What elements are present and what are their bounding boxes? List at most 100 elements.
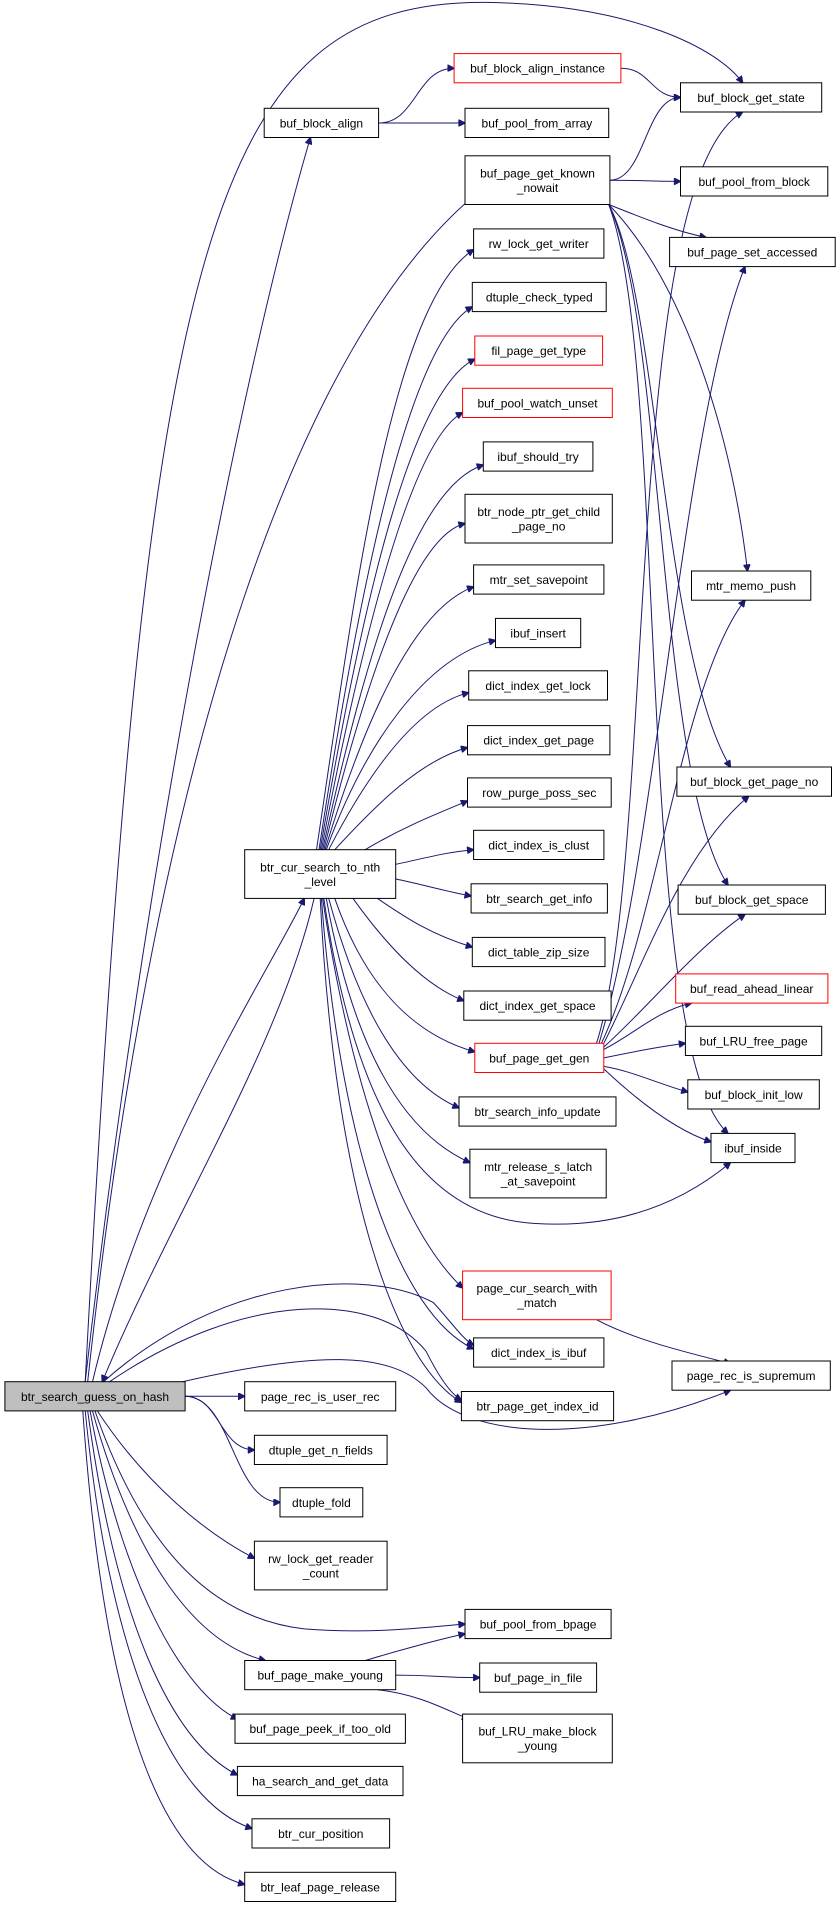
- node-mtr-set-savepoint[interactable]: mtr_set_savepoint: [473, 564, 605, 595]
- node-label: dict_table_zip_size: [488, 946, 590, 960]
- node-label: buf_LRU_make_block: [478, 1725, 597, 1739]
- node-box: [471, 936, 606, 968]
- node-buf-block-get-page-no[interactable]: buf_block_get_page_no: [676, 766, 833, 797]
- node-box: [676, 766, 833, 797]
- node-box: [677, 884, 826, 915]
- call-edge: [87, 1410, 238, 1775]
- node-dict-index-get-lock[interactable]: dict_index_get_lock: [468, 670, 609, 701]
- node-box: [467, 725, 611, 756]
- node-btr-search-info-update[interactable]: btr_search_info_update: [458, 1096, 617, 1127]
- node-label: rw_lock_get_reader: [268, 1552, 373, 1566]
- node-box: [473, 564, 605, 595]
- node-dtuple-fold[interactable]: dtuple_fold: [279, 1487, 364, 1518]
- node-box: [473, 228, 605, 259]
- node-mtr-release-s-latch-at-savepoint[interactable]: mtr_release_s_latch_at_savepoint: [469, 1148, 607, 1199]
- node-buf-block-get-space[interactable]: buf_block_get_space: [677, 884, 826, 915]
- node-ibuf-insert[interactable]: ibuf_insert: [495, 617, 582, 649]
- node-dtuple-check-typed[interactable]: dtuple_check_typed: [471, 281, 607, 313]
- call-edge: [103, 1283, 474, 1383]
- node-buf-block-init-low[interactable]: buf_block_init_low: [687, 1079, 820, 1110]
- node-rw-lock-get-writer[interactable]: rw_lock_get_writer: [473, 228, 605, 259]
- node-fil-page-get-type[interactable]: fil_page_get_type: [474, 335, 604, 366]
- call-edge: [319, 359, 475, 850]
- node-box: [463, 990, 612, 1021]
- node-label: page_cur_search_with: [477, 1282, 598, 1296]
- node-label: dict_index_get_space: [479, 999, 595, 1013]
- node-box: [253, 1434, 388, 1466]
- node-buf-pool-from-array[interactable]: buf_pool_from_array: [464, 107, 610, 139]
- node-box: [464, 155, 611, 206]
- node-box: [495, 617, 582, 649]
- node-box: [462, 387, 613, 418]
- node-buf-LRU-make-block-young[interactable]: buf_LRU_make_block_young: [462, 1713, 613, 1764]
- node-label: dtuple_check_typed: [486, 291, 593, 305]
- node-dict-table-zip-size[interactable]: dict_table_zip_size: [471, 936, 606, 968]
- node-box: [710, 1132, 796, 1164]
- node-dict-index-is-clust[interactable]: dict_index_is_clust: [473, 829, 605, 860]
- node-page-rec-is-supremum[interactable]: page_rec_is_supremum: [671, 1360, 831, 1391]
- node-buf-block-align[interactable]: buf_block_align: [263, 107, 380, 139]
- node-mtr-memo-push[interactable]: mtr_memo_push: [691, 570, 812, 601]
- call-edge: [603, 1065, 688, 1092]
- call-edge: [87, 197, 473, 1382]
- node-btr-node-ptr-get-child-page-no[interactable]: btr_node_ptr_get_child_page_no: [464, 493, 613, 544]
- node-buf-page-get-known-nowait[interactable]: buf_page_get_known_nowait: [464, 155, 611, 206]
- node-buf-pool-from-block[interactable]: buf_pool_from_block: [680, 166, 829, 197]
- node-label: dict_index_is_ibuf: [491, 1346, 587, 1360]
- node-box: [467, 777, 612, 808]
- node-label: _match: [516, 1296, 556, 1310]
- node-btr-leaf-page-release[interactable]: btr_leaf_page_release: [244, 1871, 397, 1903]
- node-buf-page-peek-if-too-old[interactable]: buf_page_peek_if_too_old: [234, 1713, 406, 1744]
- call-edge: [84, 1410, 252, 1829]
- node-label: _at_savepoint: [500, 1174, 576, 1188]
- node-label: btr_leaf_page_release: [260, 1881, 380, 1895]
- node-buf-LRU-free-page[interactable]: buf_LRU_free_page: [684, 1025, 823, 1057]
- node-label: btr_cur_position: [278, 1827, 363, 1841]
- node-page-cur-search-with-match[interactable]: page_cur_search_with_match: [462, 1270, 612, 1321]
- node-dict-index-get-page[interactable]: dict_index_get_page: [467, 725, 611, 756]
- node-box: [473, 829, 605, 860]
- node-btr-cur-position[interactable]: btr_cur_position: [251, 1818, 391, 1849]
- node-buf-page-in-file[interactable]: buf_page_in_file: [479, 1662, 598, 1693]
- node-label: buf_page_get_gen: [489, 1051, 589, 1065]
- call-edge: [620, 67, 681, 97]
- node-btr-page-get-index-id[interactable]: btr_page_get_index_id: [460, 1391, 615, 1422]
- node-rw-lock-get-reader-count[interactable]: rw_lock_get_reader_count: [253, 1540, 388, 1591]
- node-page-rec-is-user-rec[interactable]: page_rec_is_user_rec: [244, 1381, 397, 1412]
- node-dict-index-get-space[interactable]: dict_index_get_space: [463, 990, 612, 1021]
- call-edge: [325, 898, 470, 1162]
- node-dtuple-get-n-fields[interactable]: dtuple_get_n_fields: [253, 1434, 388, 1466]
- node-buf-read-ahead-linear[interactable]: buf_read_ahead_linear: [675, 973, 829, 1004]
- node-buf-page-make-young[interactable]: buf_page_make_young: [244, 1660, 397, 1691]
- node-box: [482, 441, 594, 472]
- edge-layer: [82, 1, 749, 1884]
- node-label: buf_page_in_file: [494, 1671, 582, 1685]
- call-edge: [319, 898, 461, 1402]
- node-ibuf-inside[interactable]: ibuf_inside: [710, 1132, 796, 1164]
- call-edge: [316, 250, 474, 850]
- node-row-purge-poss-sec[interactable]: row_purge_poss_sec: [467, 777, 612, 808]
- node-btr-search-get-info[interactable]: btr_search_get_info: [470, 883, 608, 914]
- call-edge: [395, 878, 471, 896]
- node-label: buf_block_align: [280, 117, 363, 131]
- node-box: [474, 335, 604, 366]
- node-ibuf-should-try[interactable]: ibuf_should_try: [482, 441, 594, 472]
- node-label: btr_search_info_update: [474, 1105, 600, 1119]
- node-buf-pool-watch-unset[interactable]: buf_pool_watch_unset: [462, 387, 613, 418]
- call-edge: [603, 1003, 692, 1050]
- node-buf-pool-from-bpage[interactable]: buf_pool_from_bpage: [464, 1608, 612, 1640]
- node-btr-search-guess-on-hash[interactable]: btr_search_guess_on_hash: [4, 1381, 186, 1412]
- node-buf-page-get-gen[interactable]: buf_page_get_gen: [474, 1042, 605, 1074]
- node-buf-block-get-state[interactable]: buf_block_get_state: [680, 82, 823, 113]
- node-dict-index-is-ibuf[interactable]: dict_index_is_ibuf: [473, 1337, 605, 1368]
- node-btr-cur-search-to-nth-level[interactable]: btr_cur_search_to_nth_level: [244, 849, 397, 899]
- node-label: buf_pool_from_bpage: [480, 1618, 597, 1632]
- node-label: buf_pool_watch_unset: [477, 397, 598, 411]
- node-buf-page-set-accessed[interactable]: buf_page_set_accessed: [669, 236, 836, 268]
- node-label: ibuf_inside: [724, 1142, 782, 1156]
- node-ha-search-and-get-data[interactable]: ha_search_and_get_data: [236, 1765, 404, 1797]
- node-label: btr_cur_search_to_nth: [260, 860, 380, 874]
- node-buf-block-align-instance[interactable]: buf_block_align_instance: [453, 53, 622, 84]
- call-edge: [608, 204, 706, 238]
